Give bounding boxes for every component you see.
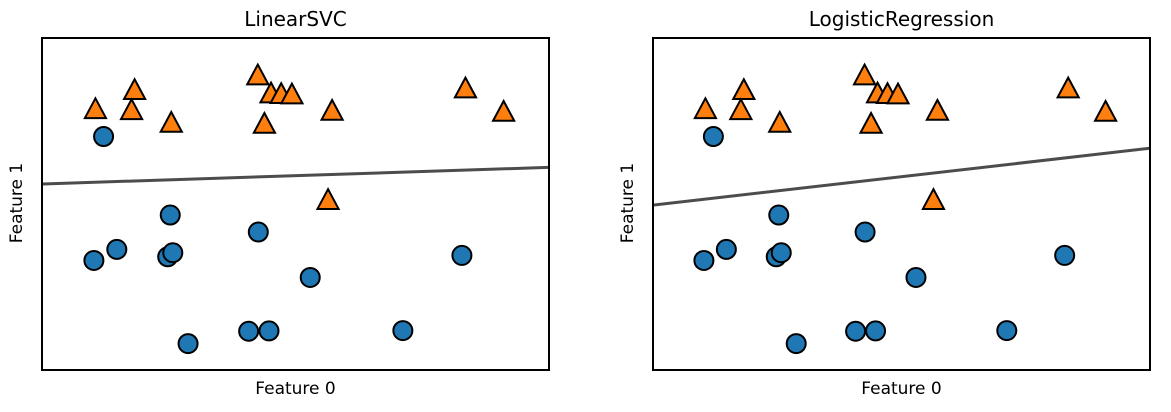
data-point-triangle [921,187,946,210]
data-point-circle [159,204,181,226]
axes-linearsvc [41,37,550,371]
data-point-circle [83,249,105,271]
panel-linearsvc: LinearSVC Feature 0 Feature 1 [7,7,550,399]
data-point-circle [845,320,867,342]
data-point-triangle [279,81,305,105]
data-point-triangle [315,187,341,210]
data-point-triangle [453,75,478,99]
data-point-circle [451,244,473,266]
data-point-triangle [858,110,884,134]
data-point-circle [258,320,280,342]
ylabel-logisticregression: Feature 1 [618,162,638,244]
xlabel-logisticregression: Feature 0 [861,379,942,399]
data-point-circle [177,333,199,355]
data-point-circle [702,126,724,148]
panel-logisticregression: LogisticRegression Feature 0 Feature 1 [590,0,1171,412]
data-point-triangle [852,62,877,86]
data-point-triangle [885,81,911,105]
decision-boundary-line [654,146,1149,207]
data-point-triangle [728,97,754,121]
series-class1 [693,62,1118,210]
data-point-circle [238,320,260,342]
data-point-circle [693,249,715,271]
data-point-triangle [319,97,345,121]
data-point-circle [1054,244,1076,266]
data-point-circle [299,266,321,288]
data-point-circle [93,126,115,148]
data-point-circle [247,221,269,243]
data-point-triangle [83,96,108,120]
plot-area-linearsvc [43,62,548,355]
data-point-circle [392,320,414,342]
data-point-circle [905,266,927,288]
axes-logisticregression [652,37,1151,371]
data-point-triangle [119,97,144,121]
data-point-triangle [159,109,184,133]
data-point-circle [854,221,876,243]
panel-title-linearsvc: LinearSVC [244,7,347,31]
panel-title-logisticregression: LogisticRegression [808,7,995,31]
data-point-triangle [925,97,950,121]
data-point-circle [106,238,128,260]
data-point-triangle [122,77,147,101]
data-point-circle [162,242,184,264]
xlabel-linearsvc: Feature 0 [255,379,336,399]
data-point-triangle [1093,98,1118,122]
series-class0 [83,126,473,355]
plot-area-logisticregression [654,62,1149,355]
data-point-circle [865,320,887,342]
data-point-triangle [252,110,277,134]
data-point-circle [770,242,792,264]
data-point-triangle [491,98,516,122]
series-class1 [83,62,516,210]
data-point-triangle [731,77,757,101]
data-point-triangle [245,62,271,86]
data-point-triangle [767,109,792,133]
data-point-triangle [1055,75,1081,99]
data-point-triangle [693,96,718,120]
data-point-circle [768,204,790,226]
data-point-circle [996,320,1018,342]
data-point-circle [715,238,737,260]
series-class0 [693,126,1076,355]
ylabel-linearsvc: Feature 1 [7,162,27,244]
data-point-circle [785,333,807,355]
decision-boundary-line [43,165,548,186]
